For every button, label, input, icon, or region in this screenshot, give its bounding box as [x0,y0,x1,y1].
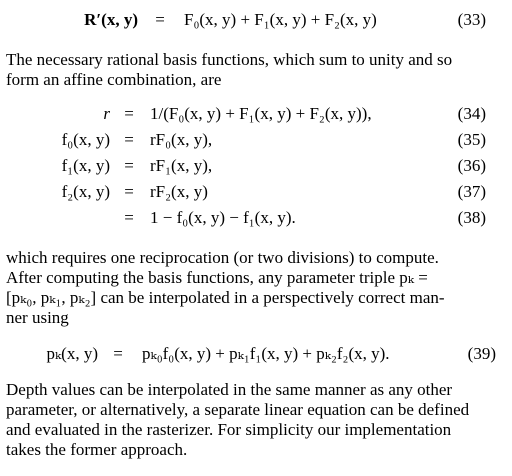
equation-34-rhs: 1/(F₀(x, y) + F₁(x, y) + F₂(x, y)), [150,104,372,123]
paragraph-line: and evaluated in the rasterizer. For sim… [6,420,452,439]
equation-39: pₖ(x, y) = pₖ₀f₀(x, y) + pₖ₁f₁(x, y) + p… [0,344,512,370]
equation-34-equals: = [124,104,134,123]
paragraph-line: After computing the basis functions, any… [6,268,428,287]
paragraph-depth-values: Depth values can be interpolated in the … [6,380,486,460]
equation-34: r = 1/(F₀(x, y) + F₁(x, y) + F₂(x, y)), … [0,104,512,130]
equation-35: f₀(x, y) = rF₀(x, y), (35) [0,130,512,156]
equation-33-rhs: F₀(x, y) + F₁(x, y) + F₂(x, y) [184,10,377,29]
equation-35-equals: = [124,130,134,149]
paragraph-reciprocation: which requires one reciprocation (or two… [6,248,486,328]
equation-37-equals: = [124,182,134,201]
equation-35-rhs: rF₀(x, y), [150,130,213,149]
equation-34-lhs: r [103,104,110,123]
paragraph-line: form an affine combination, are [6,70,222,89]
equation-38-equals: = [124,208,134,227]
equation-33-number: (33) [457,10,486,29]
paragraph-line: takes the former approach. [6,440,188,459]
equation-38-rhs: 1 − f₀(x, y) − f₁(x, y). [150,208,296,227]
equation-37-number: (37) [457,182,486,201]
paragraph-line: which requires one reciprocation (or two… [6,248,439,267]
equation-37-rhs: rF₂(x, y) [150,182,208,201]
equation-33-lhs: R′(x, y) [84,10,138,29]
equation-35-number: (35) [457,130,486,149]
equation-37-lhs: f₂(x, y) [61,182,110,201]
equation-37: f₂(x, y) = rF₂(x, y) (37) [0,182,512,208]
equation-39-number: (39) [467,344,496,363]
equation-36-equals: = [124,156,134,175]
paragraph-line: parameter, or alternatively, a separate … [6,400,470,419]
paragraph-intro-basis: The necessary rational basis functions, … [6,50,486,90]
equation-38-number: (38) [457,208,486,227]
equation-35-lhs: f₀(x, y) [61,130,110,149]
paragraph-line: The necessary rational basis functions, … [6,50,453,69]
paragraph-line: ner using [6,308,69,327]
equation-36: f₁(x, y) = rF₁(x, y), (36) [0,156,512,182]
equation-38: = 1 − f₀(x, y) − f₁(x, y). (38) [0,208,512,234]
equation-34-number: (34) [457,104,486,123]
equation-36-number: (36) [457,156,486,175]
paragraph-line: [pₖ₀, pₖ₁, pₖ₂] can be interpolated in a… [6,288,445,307]
equation-36-lhs: f₁(x, y) [61,156,110,175]
equation-39-equals: = [113,344,123,363]
equation-33: R′(x, y) = F₀(x, y) + F₁(x, y) + F₂(x, y… [0,10,512,36]
equation-39-rhs: pₖ₀f₀(x, y) + pₖ₁f₁(x, y) + pₖ₂f₂(x, y). [142,344,390,363]
paragraph-line: Depth values can be interpolated in the … [6,380,453,399]
equation-33-equals: = [155,10,165,29]
equation-39-lhs: pₖ(x, y) [46,344,98,363]
equation-36-rhs: rF₁(x, y), [150,156,213,175]
